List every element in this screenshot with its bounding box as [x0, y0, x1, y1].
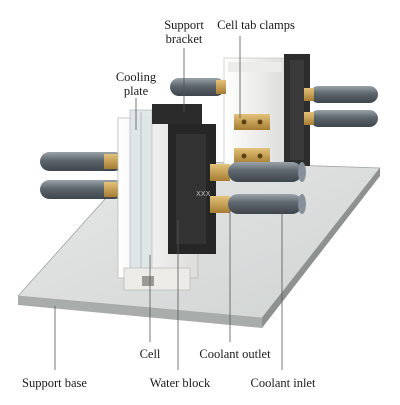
rear-tube-right-1: [310, 86, 378, 103]
label-cooling-plate-line2: plate: [123, 84, 149, 98]
label-support-bracket-line2: bracket: [165, 32, 203, 46]
label-cell-tab-clamps: Cell tab clamps: [217, 18, 295, 32]
front-tube-left-2: [40, 180, 124, 199]
label-cell: Cell: [139, 347, 161, 361]
label-coolant-outlet: Coolant outlet: [199, 347, 271, 361]
coolant-inlet-tube: [228, 194, 302, 214]
label-support-bracket: Support bracket: [144, 18, 224, 46]
front-assembly: XXX: [40, 104, 306, 291]
label-cooling-plate-line1: Cooling: [115, 70, 157, 84]
label-support-bracket-line1: Support: [164, 18, 204, 32]
label-coolant-inlet: Coolant inlet: [250, 376, 316, 390]
cell-tab-clamp-lower: [234, 148, 270, 164]
svg-text:XXX: XXX: [196, 190, 211, 198]
coolant-outlet-tube: [228, 162, 302, 182]
cell-tab-clamp-upper: [234, 114, 270, 130]
rear-tube-right-2: [310, 110, 378, 127]
leader-lines: [54, 36, 283, 370]
label-water-block: Water block: [149, 376, 211, 390]
label-cooling-plate: Cooling plate: [100, 70, 172, 98]
label-support-base: Support base: [22, 376, 87, 390]
front-tube-left-1: [40, 152, 124, 171]
